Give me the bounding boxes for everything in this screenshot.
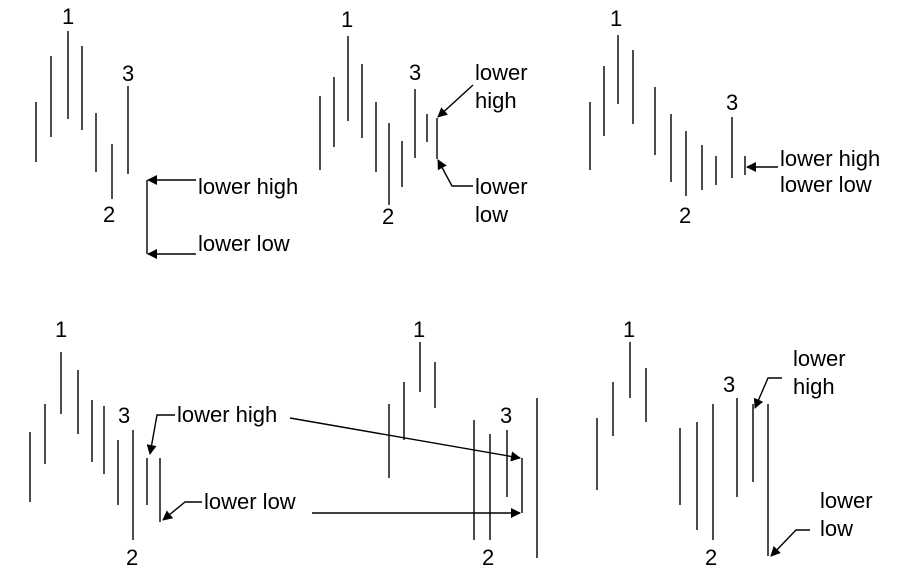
pivot-label-1: 1 xyxy=(341,7,353,32)
pivot-label-1: 1 xyxy=(610,6,622,31)
lower-high-connector-arrow xyxy=(289,417,521,462)
panel-3-bars xyxy=(589,35,746,196)
pivot-label-1: 1 xyxy=(62,4,74,29)
pivot-label-1: 1 xyxy=(413,317,425,342)
panel-5-bars xyxy=(388,342,538,558)
panel-2: 1 2 3 lower high lower low xyxy=(319,7,528,229)
panel-1-bars xyxy=(35,31,129,199)
lower-low-label-line2: low xyxy=(475,202,508,227)
lower-high-arrow xyxy=(437,84,474,118)
lower-high-label: lower high xyxy=(177,402,277,427)
lower-high-arrow xyxy=(146,414,175,455)
lower-low-label-line2: low xyxy=(820,516,853,541)
panel-6-bars xyxy=(596,342,769,556)
lower-low-arrow xyxy=(770,529,810,557)
panel-6: 1 2 3 lower high lower low xyxy=(596,317,873,570)
pivot-label-3: 3 xyxy=(118,403,130,428)
pivot-label-2: 2 xyxy=(482,545,494,570)
lower-high-label-line1: lower xyxy=(475,60,528,85)
lower-high-label-line2: high xyxy=(475,88,517,113)
pivot-label-2: 2 xyxy=(126,545,138,570)
pivot-label-3: 3 xyxy=(726,90,738,115)
pivot-label-1: 1 xyxy=(55,317,67,342)
lower-high-label: lower high xyxy=(780,146,880,171)
lower-low-label: lower low xyxy=(204,489,296,514)
panel-4-bars xyxy=(29,352,161,540)
lower-low-arrow xyxy=(162,501,202,521)
panel-5: 1 2 3 xyxy=(388,317,538,570)
panel-2-bars xyxy=(319,36,438,205)
pivot-label-2: 2 xyxy=(705,545,717,570)
lower-low-label: lower low xyxy=(198,231,290,256)
pivot-label-3: 3 xyxy=(122,61,134,86)
lower-low-label-line1: lower xyxy=(820,488,873,513)
lower-low-arrow xyxy=(437,159,473,187)
pivot-label-3: 3 xyxy=(723,372,735,397)
panel-1: 1 2 3 lower high lower low xyxy=(35,4,298,259)
pivot-label-2: 2 xyxy=(382,204,394,229)
lower-low-label: lower low xyxy=(780,172,872,197)
lower-low-label-line1: lower xyxy=(475,174,528,199)
pivot-label-3: 3 xyxy=(409,60,421,85)
panel-3: 1 2 3 lower high lower low xyxy=(589,6,880,228)
lower-high-label-line2: high xyxy=(793,374,835,399)
pivot-label-3: 3 xyxy=(500,403,512,428)
lower-high-arrow xyxy=(753,377,782,409)
pivot-label-2: 2 xyxy=(103,202,115,227)
panel-4: 1 2 3 lower high lower low xyxy=(29,317,521,570)
lower-high-label: lower high xyxy=(198,174,298,199)
lower-high-label-line1: lower xyxy=(793,346,846,371)
pivot-label-1: 1 xyxy=(623,317,635,342)
pivot-label-2: 2 xyxy=(679,203,691,228)
